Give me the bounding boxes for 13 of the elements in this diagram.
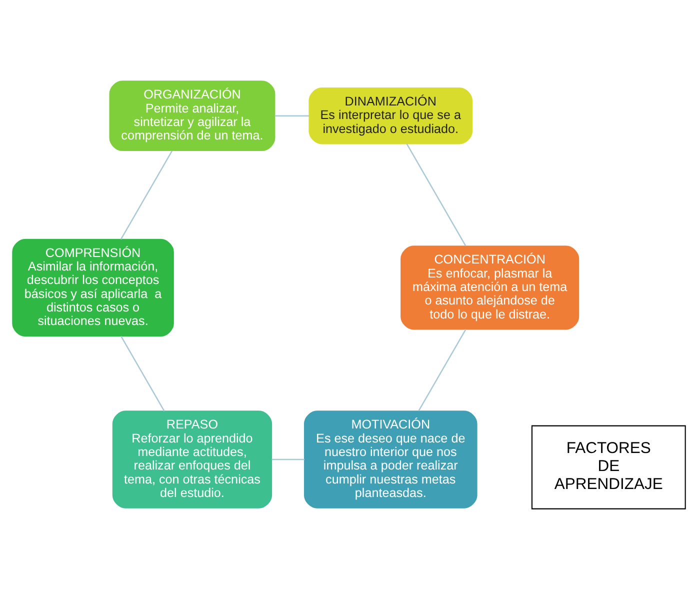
node-box: ORGANIZACIÓN Permite analizar, sintetizar y agilizar la comprensión de un tema. — [109, 80, 276, 151]
connector — [120, 335, 165, 412]
connector — [418, 328, 466, 411]
connector — [406, 143, 466, 246]
node-box: REPASO Reforzar lo aprendido mediante actitudes, realizar enfoques del tema, con otras técnicas del estudio. — [112, 410, 272, 508]
connector — [120, 150, 173, 240]
node-box: FACTORES DE APRENDIZAJE — [531, 424, 686, 509]
connector — [274, 114, 310, 116]
node-box: COMPRENSIÓN Asimilar la información, descubrir los conceptos básicos y así aplicarla a distintos casos o situaciones nuevas. — [12, 238, 174, 336]
node-box: MOTIVACIÓN Es ese deseo que nace de nuestro interior que nos impulsa a poder realizar cumplir nuestras metas planteasdas. — [304, 410, 478, 508]
node-box: CONCENTRACIÓN Es enfocar, plasmar la máxima atención a un tema o asunto alejándose de todo lo que le distrae. — [400, 245, 580, 330]
connector — [272, 458, 304, 460]
node-box: DINAMIZACIÓN Es interpretar lo que se a investigado o estudiado. — [308, 87, 473, 144]
